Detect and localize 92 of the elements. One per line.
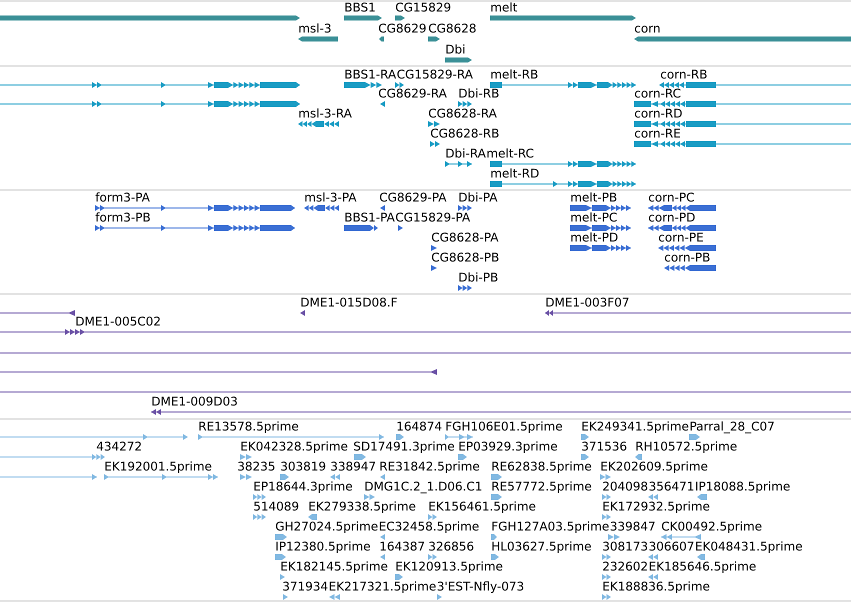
feature-label: melt-RD xyxy=(491,168,539,178)
feature-label: EK249341.5prime xyxy=(582,421,688,433)
feature-label: RE57772.5prime xyxy=(492,481,592,493)
feature-label: GH27024.5prime xyxy=(276,521,378,533)
feature-label: corn-PC xyxy=(648,192,694,202)
feature-label: 356471 xyxy=(650,482,694,491)
feature-label: CK00492.5prime xyxy=(662,521,762,533)
feature-label: corn xyxy=(634,26,660,33)
feature-label: melt-RC xyxy=(487,148,534,158)
feature-label: Dbi xyxy=(446,44,464,54)
feature-label: CG8629-RA xyxy=(378,88,447,98)
feature-label: msl-3-RA xyxy=(299,108,352,118)
feature-label: corn-PD xyxy=(648,212,695,222)
feature-label: EK042328.5prime xyxy=(241,441,348,453)
feature-label: form3-PA xyxy=(96,192,150,202)
feature-label: 514089 xyxy=(254,502,298,511)
feature-label: melt-PC xyxy=(571,212,617,222)
feature-label: HL03627.5prime xyxy=(492,541,591,553)
feature-label: FGH106E01.5prime xyxy=(446,421,562,433)
feature-label: Parral_28_C07 xyxy=(690,421,774,434)
feature-label: DME1-005C02 xyxy=(76,316,160,326)
feature-label: DME1-015D08.F xyxy=(301,298,397,307)
feature-label: BBS1 xyxy=(345,2,375,12)
feature-label: CG8628-RA xyxy=(428,108,497,118)
feature-label: corn-RD xyxy=(634,108,682,118)
feature-label: 338947 xyxy=(331,462,376,471)
feature-label: CG15829-PA xyxy=(396,212,470,222)
feature-label: CG8628-RB xyxy=(430,128,499,138)
feature-label: EK202609.5prime xyxy=(601,461,708,473)
feature-label: melt-RB xyxy=(491,69,538,79)
feature-label: msl-3 xyxy=(299,23,331,33)
feature-label: 371934 xyxy=(283,582,328,591)
feature-label: 164874 xyxy=(398,422,442,431)
feature-label: corn-PB xyxy=(664,252,710,262)
feature-label: corn-RE xyxy=(634,128,680,138)
feature-label: RE13578.5prime xyxy=(199,421,298,433)
feature-label: 38235 xyxy=(238,462,274,471)
feature-label: 434272 xyxy=(96,442,141,451)
feature-label: Dbi-RA xyxy=(446,148,486,158)
feature-label: EK172932.5prime xyxy=(603,501,710,513)
feature-label: IP18088.5prime xyxy=(696,481,790,493)
feature-label: 371536 xyxy=(582,442,626,451)
feature-label: 339847 xyxy=(610,522,655,531)
feature-label: RE31842.5prime xyxy=(380,461,480,473)
feature-label: FGH127A03.5prime xyxy=(492,521,609,533)
feature-label: melt xyxy=(491,2,518,12)
feature-label: EC32458.5prime xyxy=(380,521,479,533)
feature-label: corn-RC xyxy=(634,88,680,98)
feature-label: BBS1-PA xyxy=(345,212,395,222)
feature-label: 3'EST-Nfly-073 xyxy=(438,581,524,593)
feature-label: 232602 xyxy=(603,562,647,571)
feature-label: Dbi-PA xyxy=(459,192,498,202)
feature-label: CG8628 xyxy=(428,24,476,33)
feature-label: 326856 xyxy=(429,542,474,551)
feature-label: CG15829-RA xyxy=(397,70,473,79)
feature-label: 303819 xyxy=(281,462,326,471)
feature-label: DME1-003F07 xyxy=(546,298,628,307)
feature-label: CG8628-PB xyxy=(432,252,498,262)
feature-label: 204098 xyxy=(603,482,648,491)
feature-label: EK192001.5prime xyxy=(105,461,212,473)
feature-label: EP03929.3prime xyxy=(459,441,558,453)
feature-label: corn-RB xyxy=(660,70,707,79)
feature-label: 164387 xyxy=(380,542,424,551)
feature-label: form3-PB xyxy=(96,212,150,222)
feature-label: 308173 xyxy=(603,542,648,551)
feature-label: 306607 xyxy=(650,542,694,551)
feature-label: Dbi-PB xyxy=(459,272,498,282)
feature-label: EP18644.3prime xyxy=(254,481,352,493)
feature-label: Dbi-RB xyxy=(459,88,499,98)
feature-label: DME1-009D03 xyxy=(152,396,237,406)
feature-label: melt-PD xyxy=(571,232,618,242)
feature-label: EK182145.5prime xyxy=(281,561,388,573)
feature-label: CG15829 xyxy=(396,2,450,12)
feature-label: BBS1-RA xyxy=(345,70,396,79)
feature-label: melt-PB xyxy=(571,192,616,202)
feature-label: IP12380.5prime xyxy=(276,541,370,553)
feature-label: EK048431.5prime xyxy=(696,541,802,553)
feature-label: msl-3-PA xyxy=(305,192,356,202)
feature-label: EK156461.5prime xyxy=(429,501,536,513)
feature-label: RE62838.5prime xyxy=(492,461,592,473)
feature-label: DMG1C.2_1.D06.C1 xyxy=(365,482,482,494)
feature-label: SD17491.3prime xyxy=(354,441,454,453)
feature-label: EK188836.5prime xyxy=(603,581,710,593)
feature-label: CG8629 xyxy=(378,24,426,33)
feature-label: RH10572.5prime xyxy=(636,441,737,453)
feature-label: CG8628-PA xyxy=(432,232,498,242)
feature-label: EK185646.5prime xyxy=(650,561,756,573)
feature-label: CG8629-PA xyxy=(380,192,446,202)
feature-label: EK217321.5prime xyxy=(330,581,436,593)
feature-label: EK279338.5prime xyxy=(309,501,416,513)
feature-label: corn-PE xyxy=(658,232,703,242)
feature-label: EK120913.5prime xyxy=(396,561,502,573)
